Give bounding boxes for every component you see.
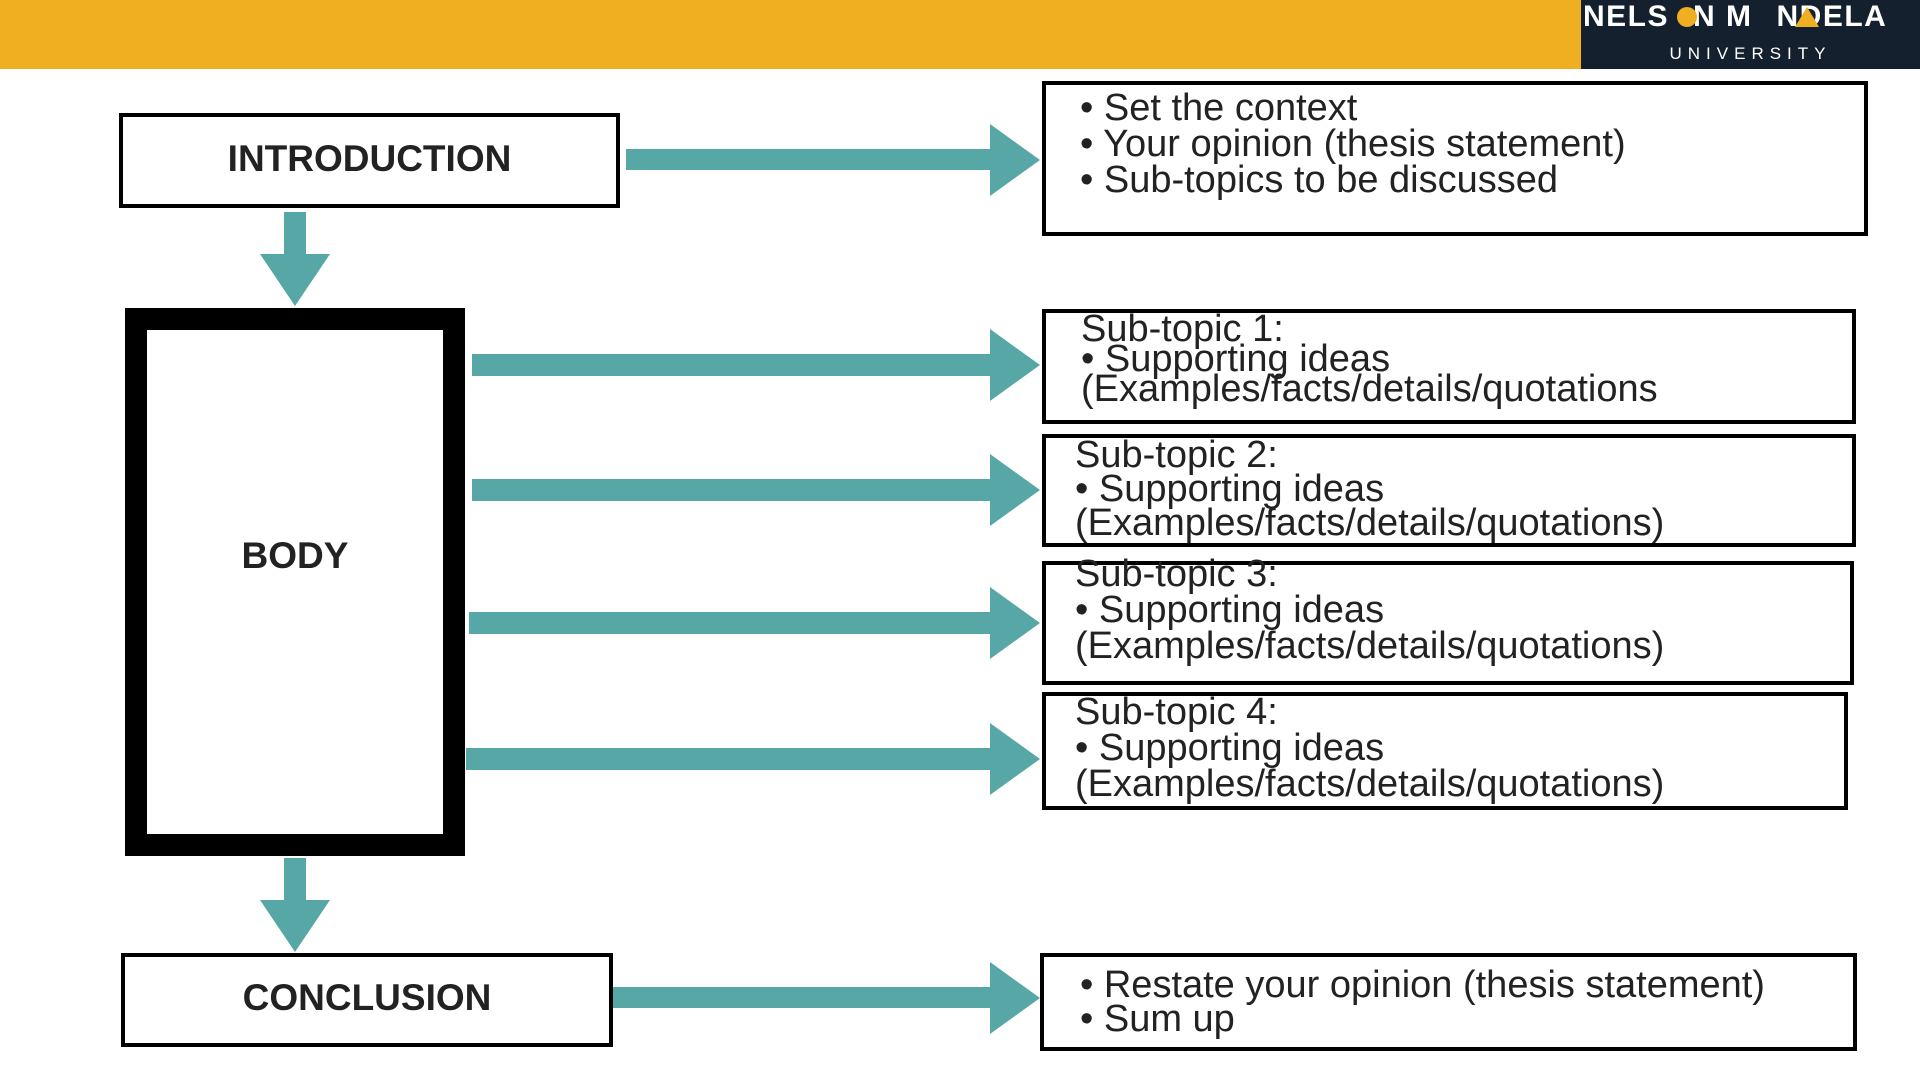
introduction-point: • Your opinion (thesis statement) [1080, 123, 1626, 165]
logo-subtitle: UNIVERSITY [1669, 44, 1832, 63]
arrow-conclusion-right [613, 962, 1040, 1034]
subtopic-supporting-ideas: • Supporting ideas [1075, 468, 1385, 510]
subtopic-4-text: Sub-topic 4: • Supporting ideas (Example… [1075, 691, 1665, 805]
arrow-body-down [260, 858, 330, 952]
subtopic-1-text: Sub-topic 1: • Supporting ideas (Example… [1081, 308, 1658, 410]
subtopic-examples: (Examples/facts/details/quotations) [1075, 625, 1665, 667]
subtopic-2-box [1042, 434, 1856, 547]
arrow-subtopic-3 [469, 587, 1040, 659]
subtopic-2-text: Sub-topic 2: • Supporting ideas (Example… [1075, 434, 1665, 544]
subtopic-examples: (Examples/facts/details/quotations [1081, 368, 1658, 410]
arrow-subtopic-1 [472, 329, 1040, 401]
introduction-label: INTRODUCTION [227, 138, 512, 179]
subtopic-4-box [1042, 692, 1848, 810]
conclusion-label: CONCLUSION [242, 977, 492, 1018]
arrow-intro-down [260, 212, 330, 306]
arrow-intro-right [626, 124, 1040, 196]
introduction-point: • Sub-topics to be discussed [1080, 159, 1559, 201]
conclusion-points: • Restate your opinion (thesis statement… [1080, 964, 1765, 1040]
introduction-points: • Set the context • Your opinion (thesis… [1080, 87, 1626, 201]
subtopic-examples: (Examples/facts/details/quotations) [1075, 763, 1665, 805]
subtopic-3-box [1042, 561, 1854, 685]
subtopic-1-box [1042, 309, 1856, 424]
arrow-subtopic-4 [466, 723, 1040, 795]
conclusion-point: • Sum up [1080, 998, 1235, 1040]
introduction-points-box [1042, 81, 1868, 236]
body-label: BODY [241, 535, 349, 576]
logo-triangle-icon [1795, 7, 1819, 27]
header-banner [0, 0, 1582, 69]
introduction-point: • Set the context [1080, 87, 1358, 129]
conclusion-box: CONCLUSION [121, 953, 613, 1047]
subtopic-examples: (Examples/facts/details/quotations) [1075, 502, 1665, 544]
arrow-subtopic-2 [472, 454, 1040, 526]
subtopic-supporting-ideas: • Supporting ideas [1081, 338, 1391, 380]
subtopic-title: Sub-topic 4: [1075, 691, 1278, 733]
subtopic-title: Sub-topic 3: [1075, 553, 1278, 595]
subtopic-3-text: Sub-topic 3: • Supporting ideas (Example… [1075, 553, 1665, 667]
conclusion-point: • Restate your opinion (thesis statement… [1080, 964, 1765, 1006]
body-box: BODY [125, 308, 465, 856]
conclusion-points-box [1040, 953, 1857, 1051]
subtopic-supporting-ideas: • Supporting ideas [1075, 589, 1385, 631]
subtopic-supporting-ideas: • Supporting ideas [1075, 727, 1385, 769]
logo-sun-icon [1677, 7, 1697, 27]
introduction-box: INTRODUCTION [119, 113, 620, 208]
subtopic-title: Sub-topic 1: [1081, 308, 1284, 350]
subtopic-title: Sub-topic 2: [1075, 434, 1278, 476]
